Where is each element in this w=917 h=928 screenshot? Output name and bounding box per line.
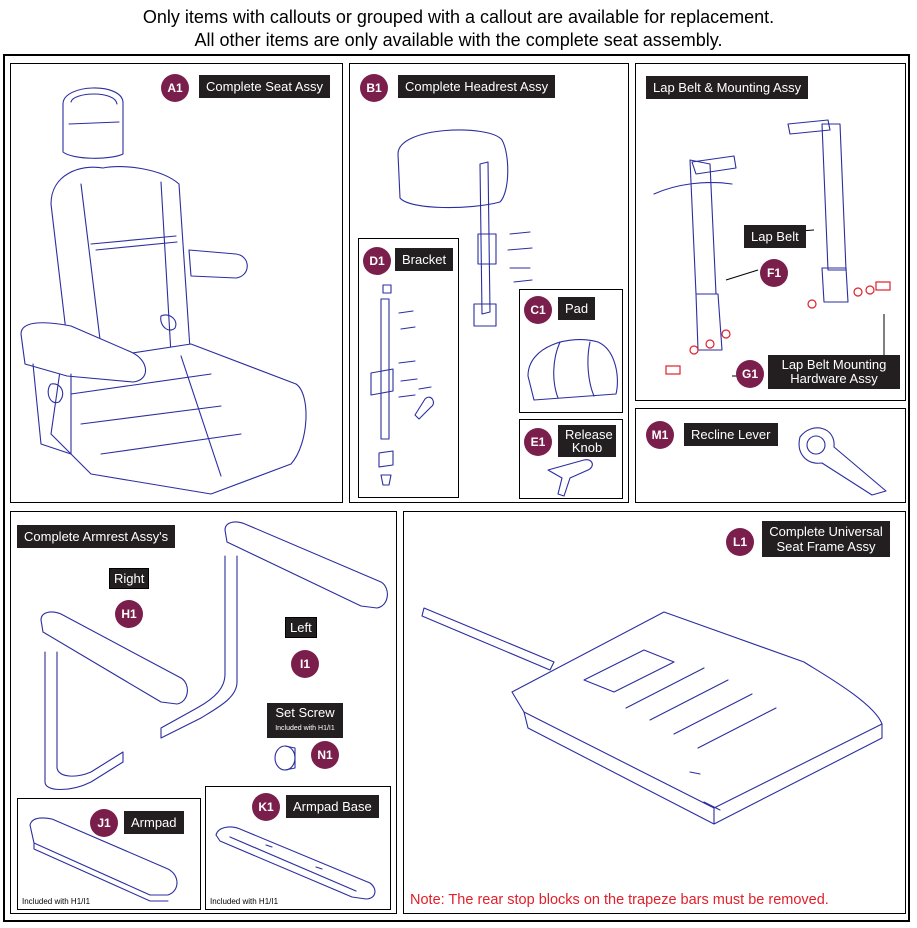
panel-lap-belt: Lap Belt & Mounting Assy Lap Belt F1 G1 …	[635, 63, 906, 401]
header-line-2: All other items are only available with …	[194, 30, 723, 50]
panel-armrest: Complete Armrest Assy's Right H1 Left I1…	[10, 511, 397, 914]
badge-c1: C1	[524, 296, 552, 324]
label-armpad: Armpad	[124, 811, 184, 834]
header-line-1: Only items with callouts or grouped with…	[142, 7, 775, 27]
panel-complete-headrest: B1 Complete Headrest Assy D1 Bracket C1 …	[349, 63, 629, 503]
badge-e1: E1	[524, 428, 552, 456]
label-armrest-title: Complete Armrest Assy's	[17, 525, 176, 548]
label-set-screw-note: Included with H1/I1	[275, 725, 335, 732]
badge-h1: H1	[115, 600, 143, 628]
panel-complete-seat: A1 Complete Seat Assy	[10, 63, 343, 503]
subpanel-release-knob: E1 Release Knob	[519, 419, 623, 499]
armpad-note: Included with H1/I1	[22, 897, 91, 906]
pad-illustration	[527, 339, 618, 401]
armrest-illustration	[40, 521, 388, 791]
armpad-base-note: Included with H1/I1	[210, 897, 279, 906]
badge-n1: N1	[311, 741, 339, 769]
badge-l1: L1	[726, 528, 754, 556]
seat-frame-note: Note: The rear stop blocks on the trapez…	[410, 892, 829, 908]
label-lap-belt-hardware-line2: Hardware Assy	[790, 371, 878, 386]
subpanel-pad: C1 Pad	[519, 289, 623, 413]
label-lap-belt-title: Lap Belt & Mounting Assy	[646, 76, 809, 99]
badge-k1: K1	[252, 793, 280, 821]
label-set-screw: Set Screw Included with H1/I1	[267, 703, 343, 738]
label-armpad-base: Armpad Base	[286, 795, 379, 818]
subpanel-armpad: J1 Armpad Included with H1/I1	[17, 798, 201, 910]
label-lap-belt-hardware-line1: Lap Belt Mounting	[781, 357, 887, 372]
badge-b1: B1	[360, 74, 388, 102]
seat-illustration	[20, 87, 307, 495]
diagram-frame	[3, 54, 910, 922]
label-seat-frame: Complete Universal Seat Frame Assy	[762, 521, 890, 557]
label-complete-headrest: Complete Headrest Assy	[398, 75, 556, 98]
badge-a1: A1	[161, 74, 189, 102]
label-seat-frame-line2: Seat Frame Assy	[776, 539, 876, 554]
label-seat-frame-line1: Complete Universal	[769, 524, 883, 539]
panel-recline-lever: M1 Recline Lever	[635, 408, 906, 503]
badge-j1: J1	[90, 809, 118, 837]
label-lap-belt-hardware: Lap Belt Mounting Hardware Assy	[768, 355, 900, 389]
recline-lever-illustration	[798, 427, 887, 496]
headrest-illustration	[397, 129, 533, 327]
badge-d1: D1	[363, 247, 391, 275]
subpanel-bracket: D1 Bracket	[358, 238, 459, 498]
label-complete-seat: Complete Seat Assy	[199, 75, 331, 98]
seat-frame-illustration	[421, 607, 883, 825]
set-screw-illustration	[274, 745, 296, 771]
label-lap-belt: Lap Belt	[744, 225, 806, 248]
badge-f1: F1	[760, 259, 788, 287]
label-right-text: Right	[114, 571, 145, 586]
label-pad: Pad	[558, 297, 596, 320]
label-right: Right	[109, 568, 150, 589]
subpanel-armpad-base: K1 Armpad Base Included with H1/I1	[205, 786, 391, 910]
label-release-knob: Release Knob	[558, 425, 616, 457]
label-left-text: Left	[290, 620, 312, 635]
label-left: Left	[285, 617, 317, 638]
panel-seat-frame: L1 Complete Universal Seat Frame Assy No…	[403, 511, 906, 914]
armpad-illustration	[29, 817, 178, 902]
label-set-screw-text: Set Screw	[275, 705, 335, 720]
label-bracket: Bracket	[395, 248, 454, 271]
badge-m1: M1	[646, 421, 674, 449]
bracket-illustration	[370, 284, 434, 486]
label-recline-lever: Recline Lever	[684, 423, 778, 446]
release-knob-illustration	[547, 459, 593, 497]
badge-i1: I1	[291, 650, 319, 678]
armpad-base-illustration	[215, 826, 376, 900]
label-release-knob-line1: Release	[565, 427, 613, 442]
badge-g1: G1	[736, 360, 764, 388]
label-release-knob-line2: Knob	[571, 440, 603, 455]
